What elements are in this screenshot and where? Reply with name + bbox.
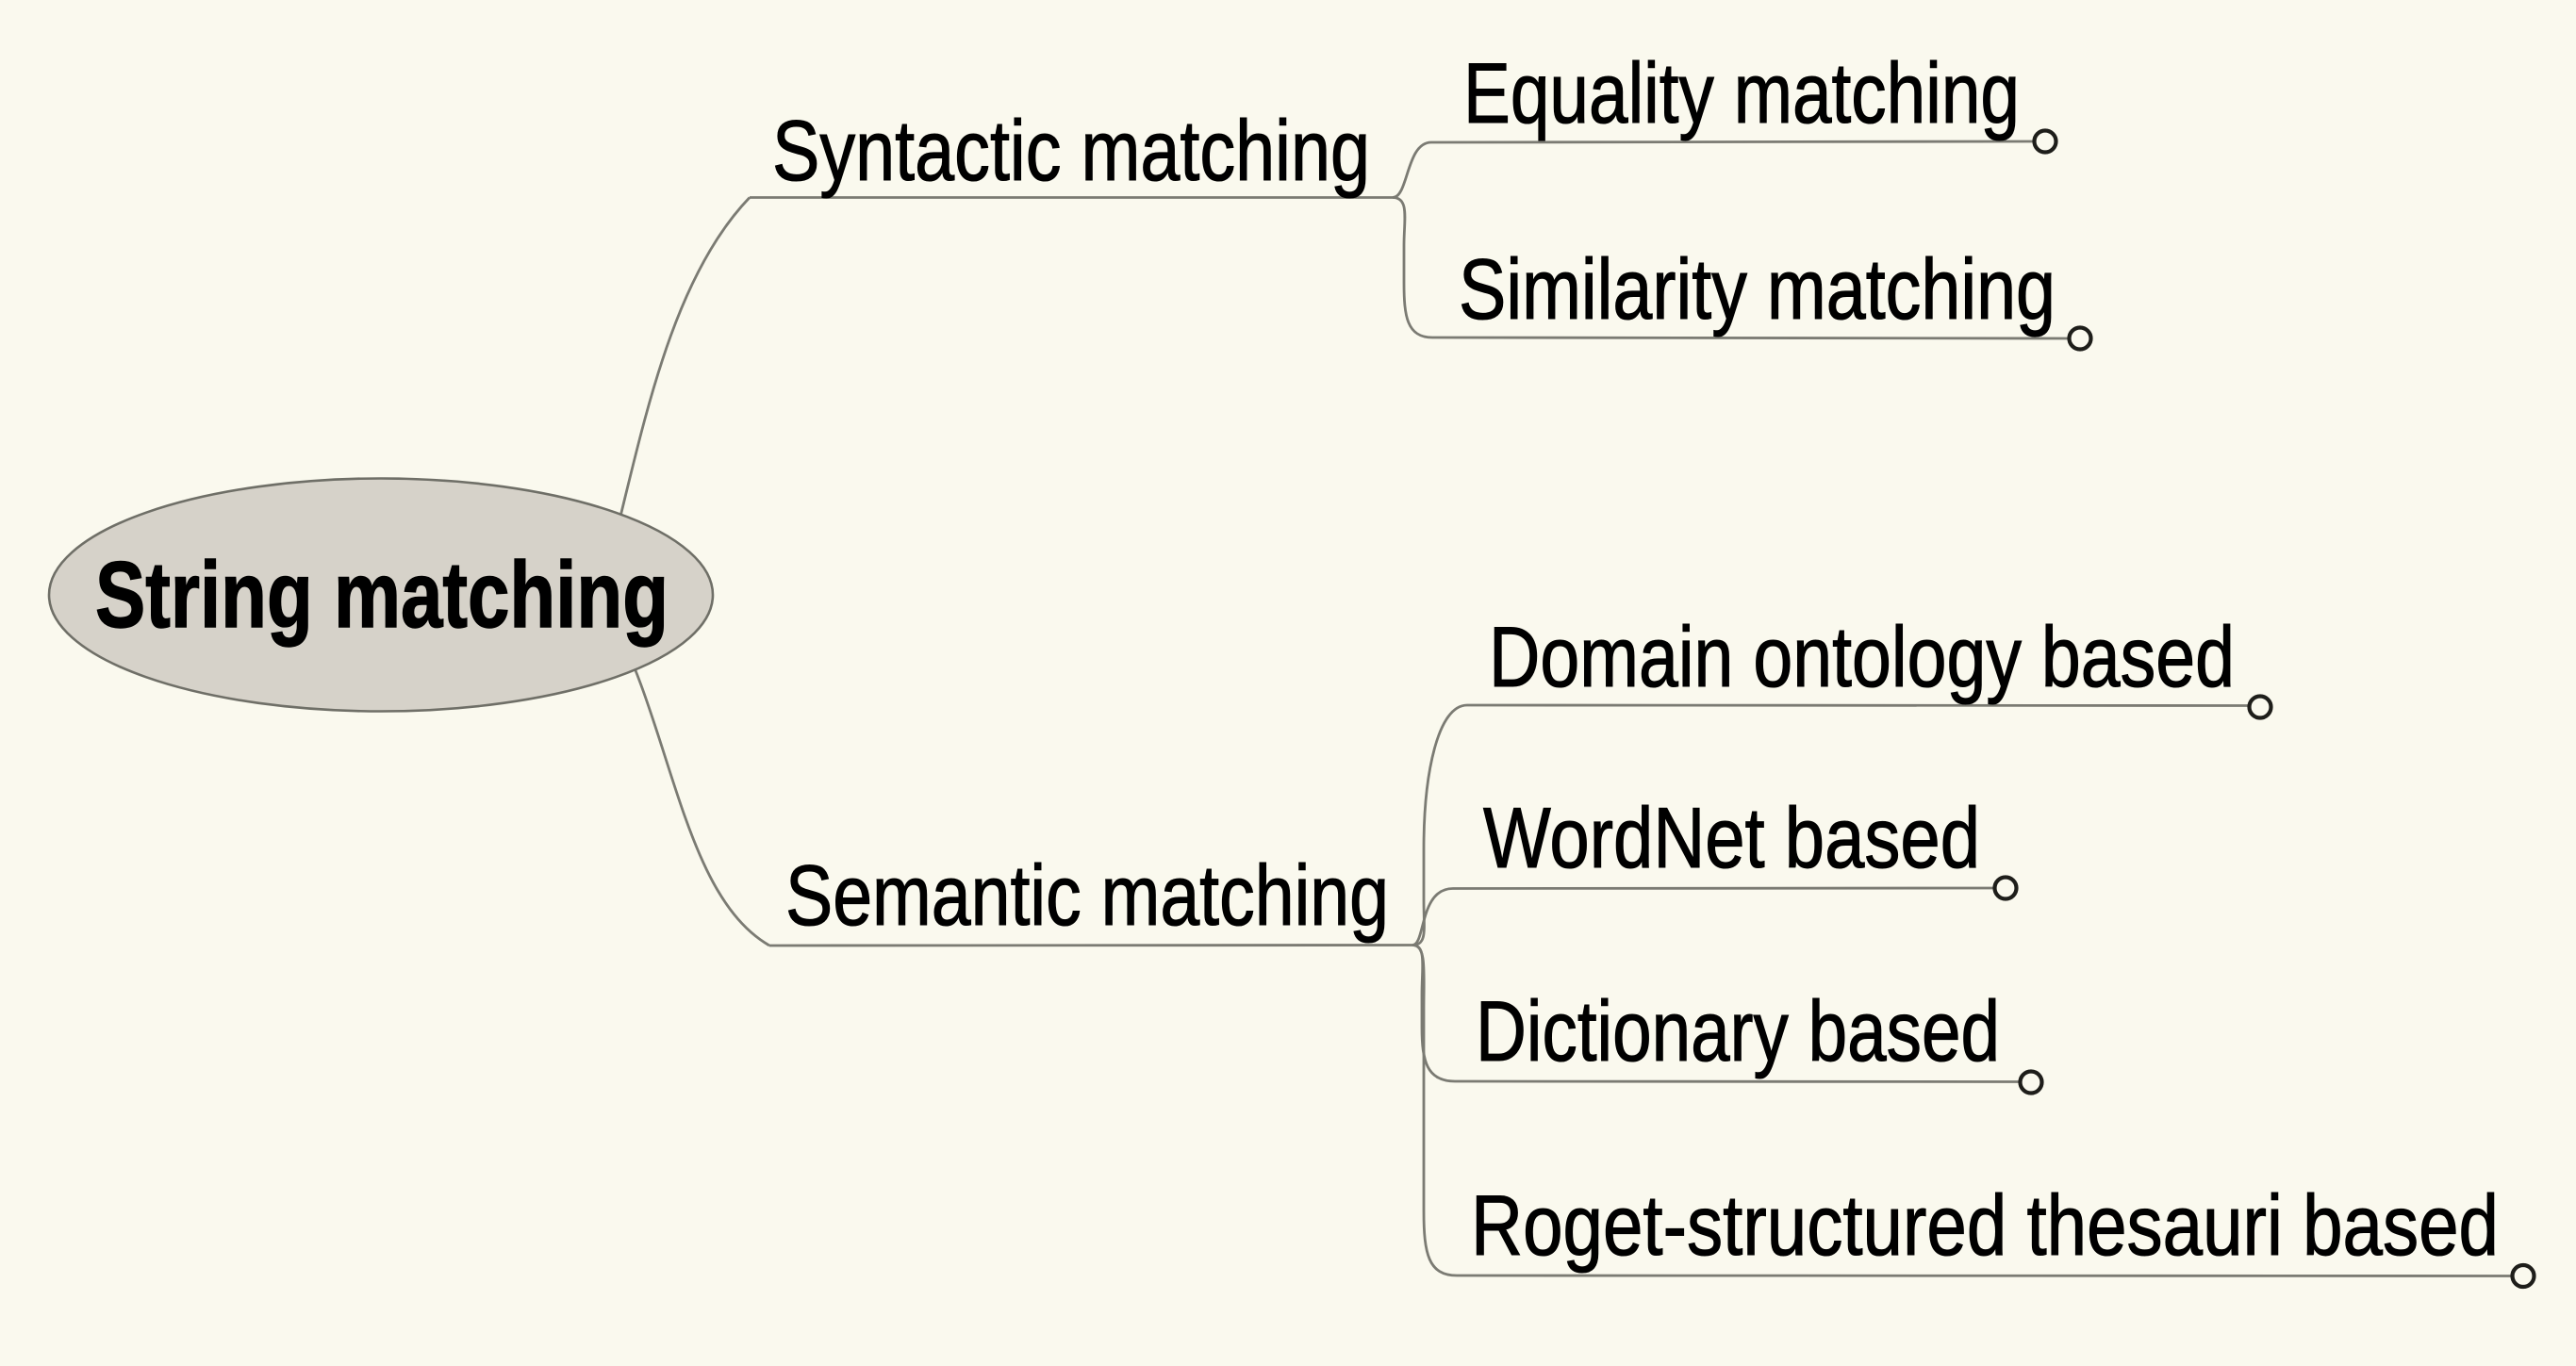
svg-text:Semantic matching: Semantic matching	[785, 848, 1389, 944]
svg-text:Syntactic matching: Syntactic matching	[772, 104, 1370, 199]
svg-text:Domain ontology based: Domain ontology based	[1489, 610, 2235, 705]
svg-text:WordNet based: WordNet based	[1483, 791, 1980, 886]
svg-text:Dictionary based: Dictionary based	[1476, 984, 2000, 1079]
svg-text:String matching: String matching	[95, 542, 669, 647]
svg-text:Similarity matching: Similarity matching	[1459, 242, 2056, 337]
svg-text:Equality matching: Equality matching	[1463, 46, 2020, 141]
svg-text:Roget-structured thesauri base: Roget-structured thesauri based	[1471, 1178, 2499, 1274]
